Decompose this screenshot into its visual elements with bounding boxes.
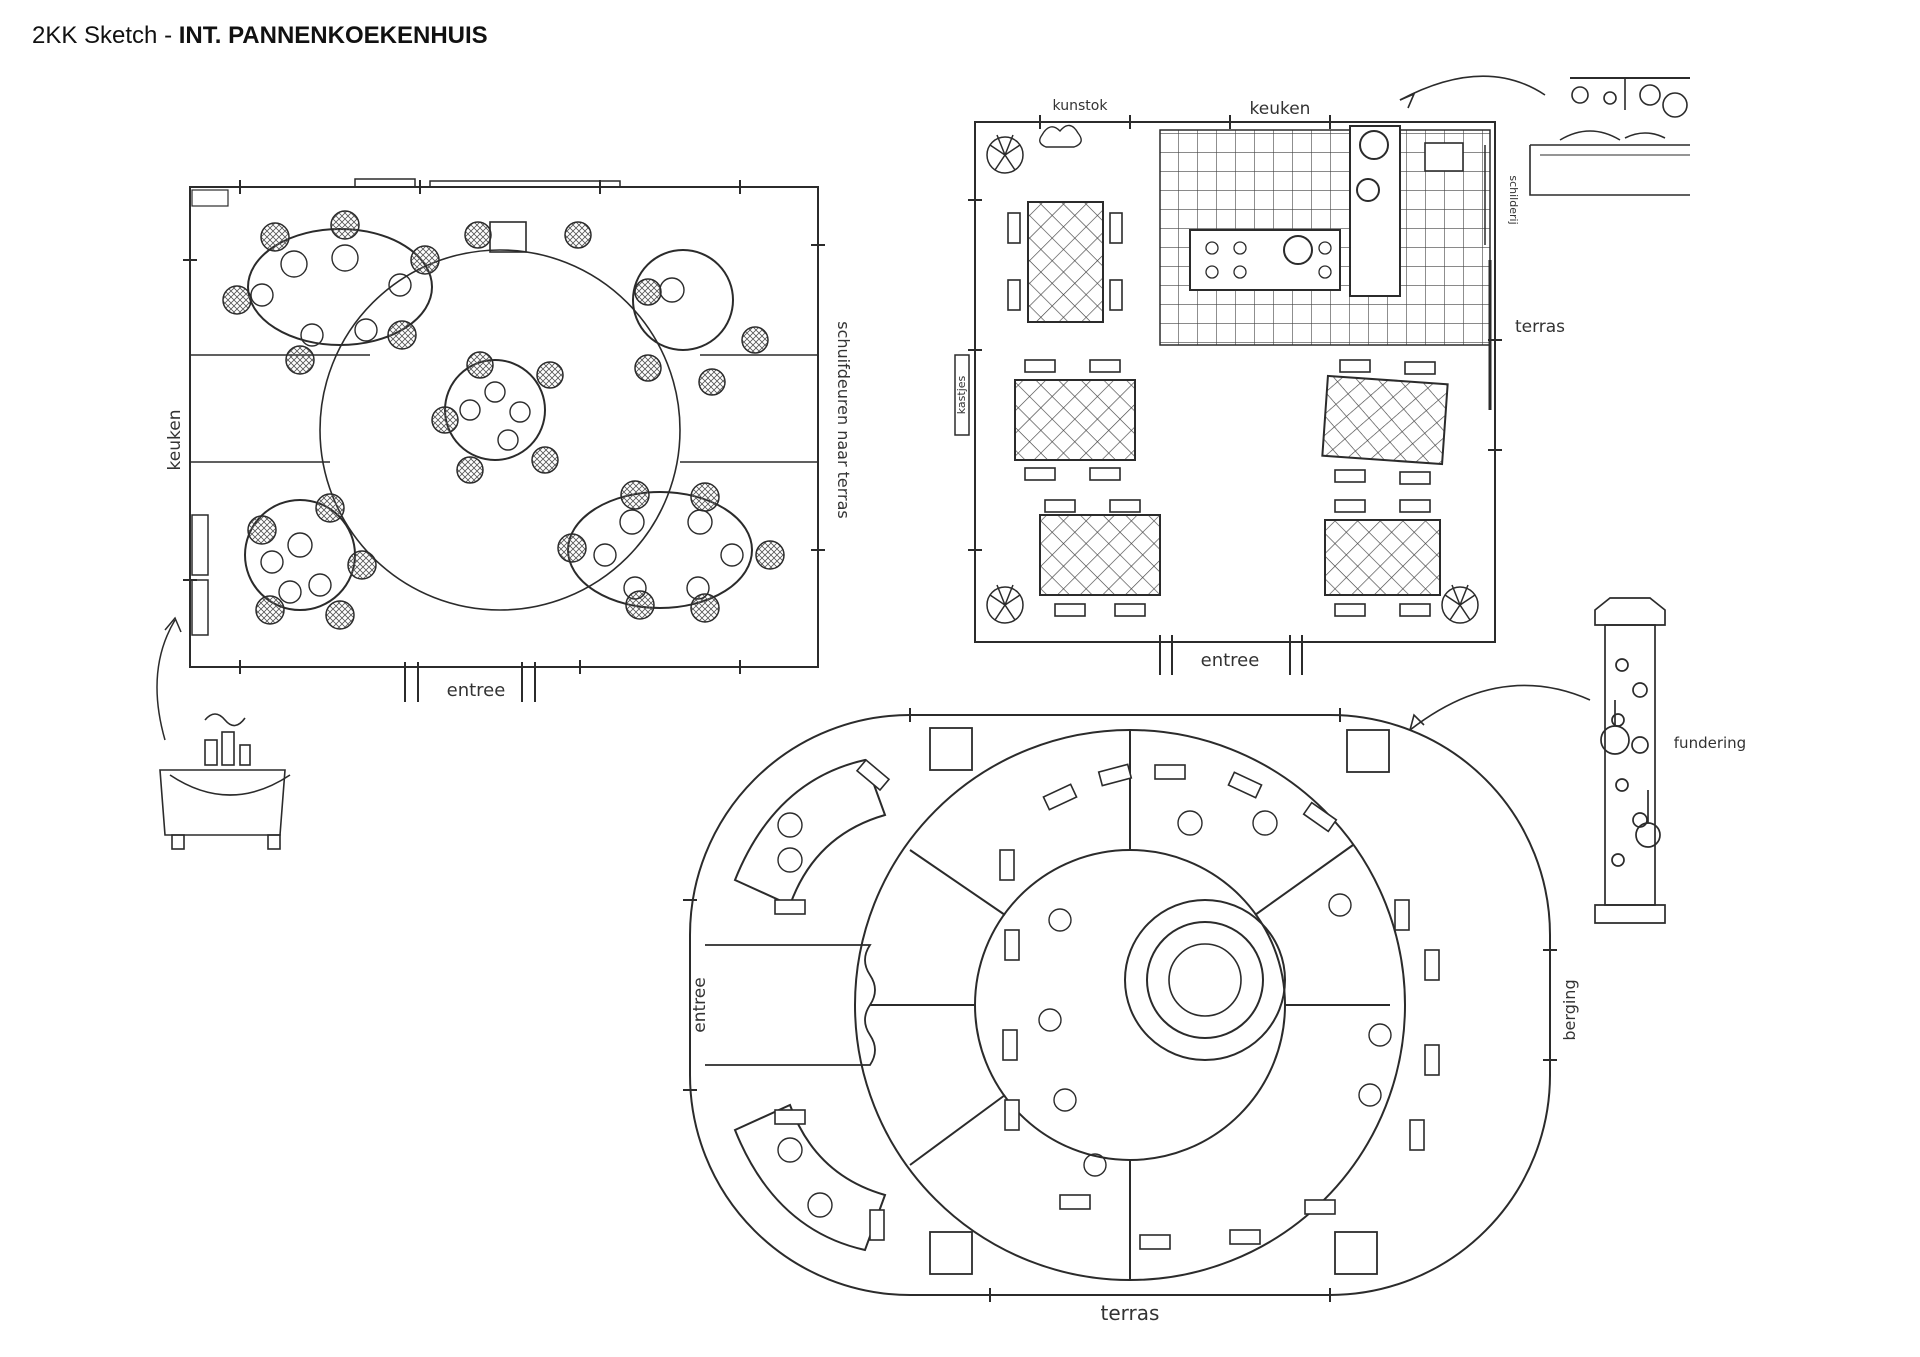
arrow-to-kitchen xyxy=(1399,75,1546,101)
label-entree-3: entree xyxy=(690,977,710,1032)
rug-circle xyxy=(319,249,681,611)
plan-2-floorplan xyxy=(954,115,1502,675)
table-3 xyxy=(1039,514,1161,596)
label-fundering: fundering xyxy=(1674,734,1746,752)
plan-1-plates xyxy=(250,244,744,604)
plan-1-chairs xyxy=(222,210,785,630)
arrow-to-cabinet xyxy=(156,619,176,741)
title-bold: INT. PANNENKOEKENHUIS xyxy=(178,22,488,49)
plan-1-floorplan xyxy=(183,178,825,702)
label-entree-1: entree xyxy=(447,680,506,701)
kitchen-utensils-illustration xyxy=(1529,77,1690,196)
label-kunstok: kunstok xyxy=(1053,98,1109,114)
label-kastjes: kastjes xyxy=(955,375,968,414)
label-schilderij: schilderij xyxy=(1507,175,1520,224)
plan-3-wall xyxy=(689,714,1551,1296)
stove xyxy=(1189,229,1341,291)
plan-3-chairs xyxy=(774,758,1440,1250)
candle-table-illustration xyxy=(159,713,291,850)
label-entree-2: entree xyxy=(1201,650,1260,671)
plan-1-wall xyxy=(189,186,819,668)
plan-3-plates xyxy=(777,810,1392,1218)
title-prefix: 2KK Sketch - xyxy=(32,22,179,49)
table-2 xyxy=(1014,379,1136,461)
label-keuken-1: keuken xyxy=(165,410,185,471)
column-illustration xyxy=(1594,597,1666,924)
label-terras-2: terras xyxy=(1101,1301,1160,1325)
label-berging: berging xyxy=(1560,979,1579,1040)
labels: keuken schuifdeuren naar terras entree k… xyxy=(165,98,1746,1325)
plan-3-floorplan xyxy=(683,708,1557,1302)
arrow-to-column xyxy=(1409,684,1591,731)
plan-2-wall xyxy=(974,121,1496,643)
label-schuifdeuren: schuifdeuren naar terras xyxy=(834,321,853,518)
label-keuken-2: keuken xyxy=(1250,99,1311,119)
page-title: 2KK Sketch - INT. PANNENKOEKENHUIS xyxy=(32,22,488,50)
table-5 xyxy=(1324,519,1441,596)
label-terras-1: terras xyxy=(1515,317,1565,337)
table-1 xyxy=(1027,201,1104,323)
table-4 xyxy=(1321,374,1449,466)
